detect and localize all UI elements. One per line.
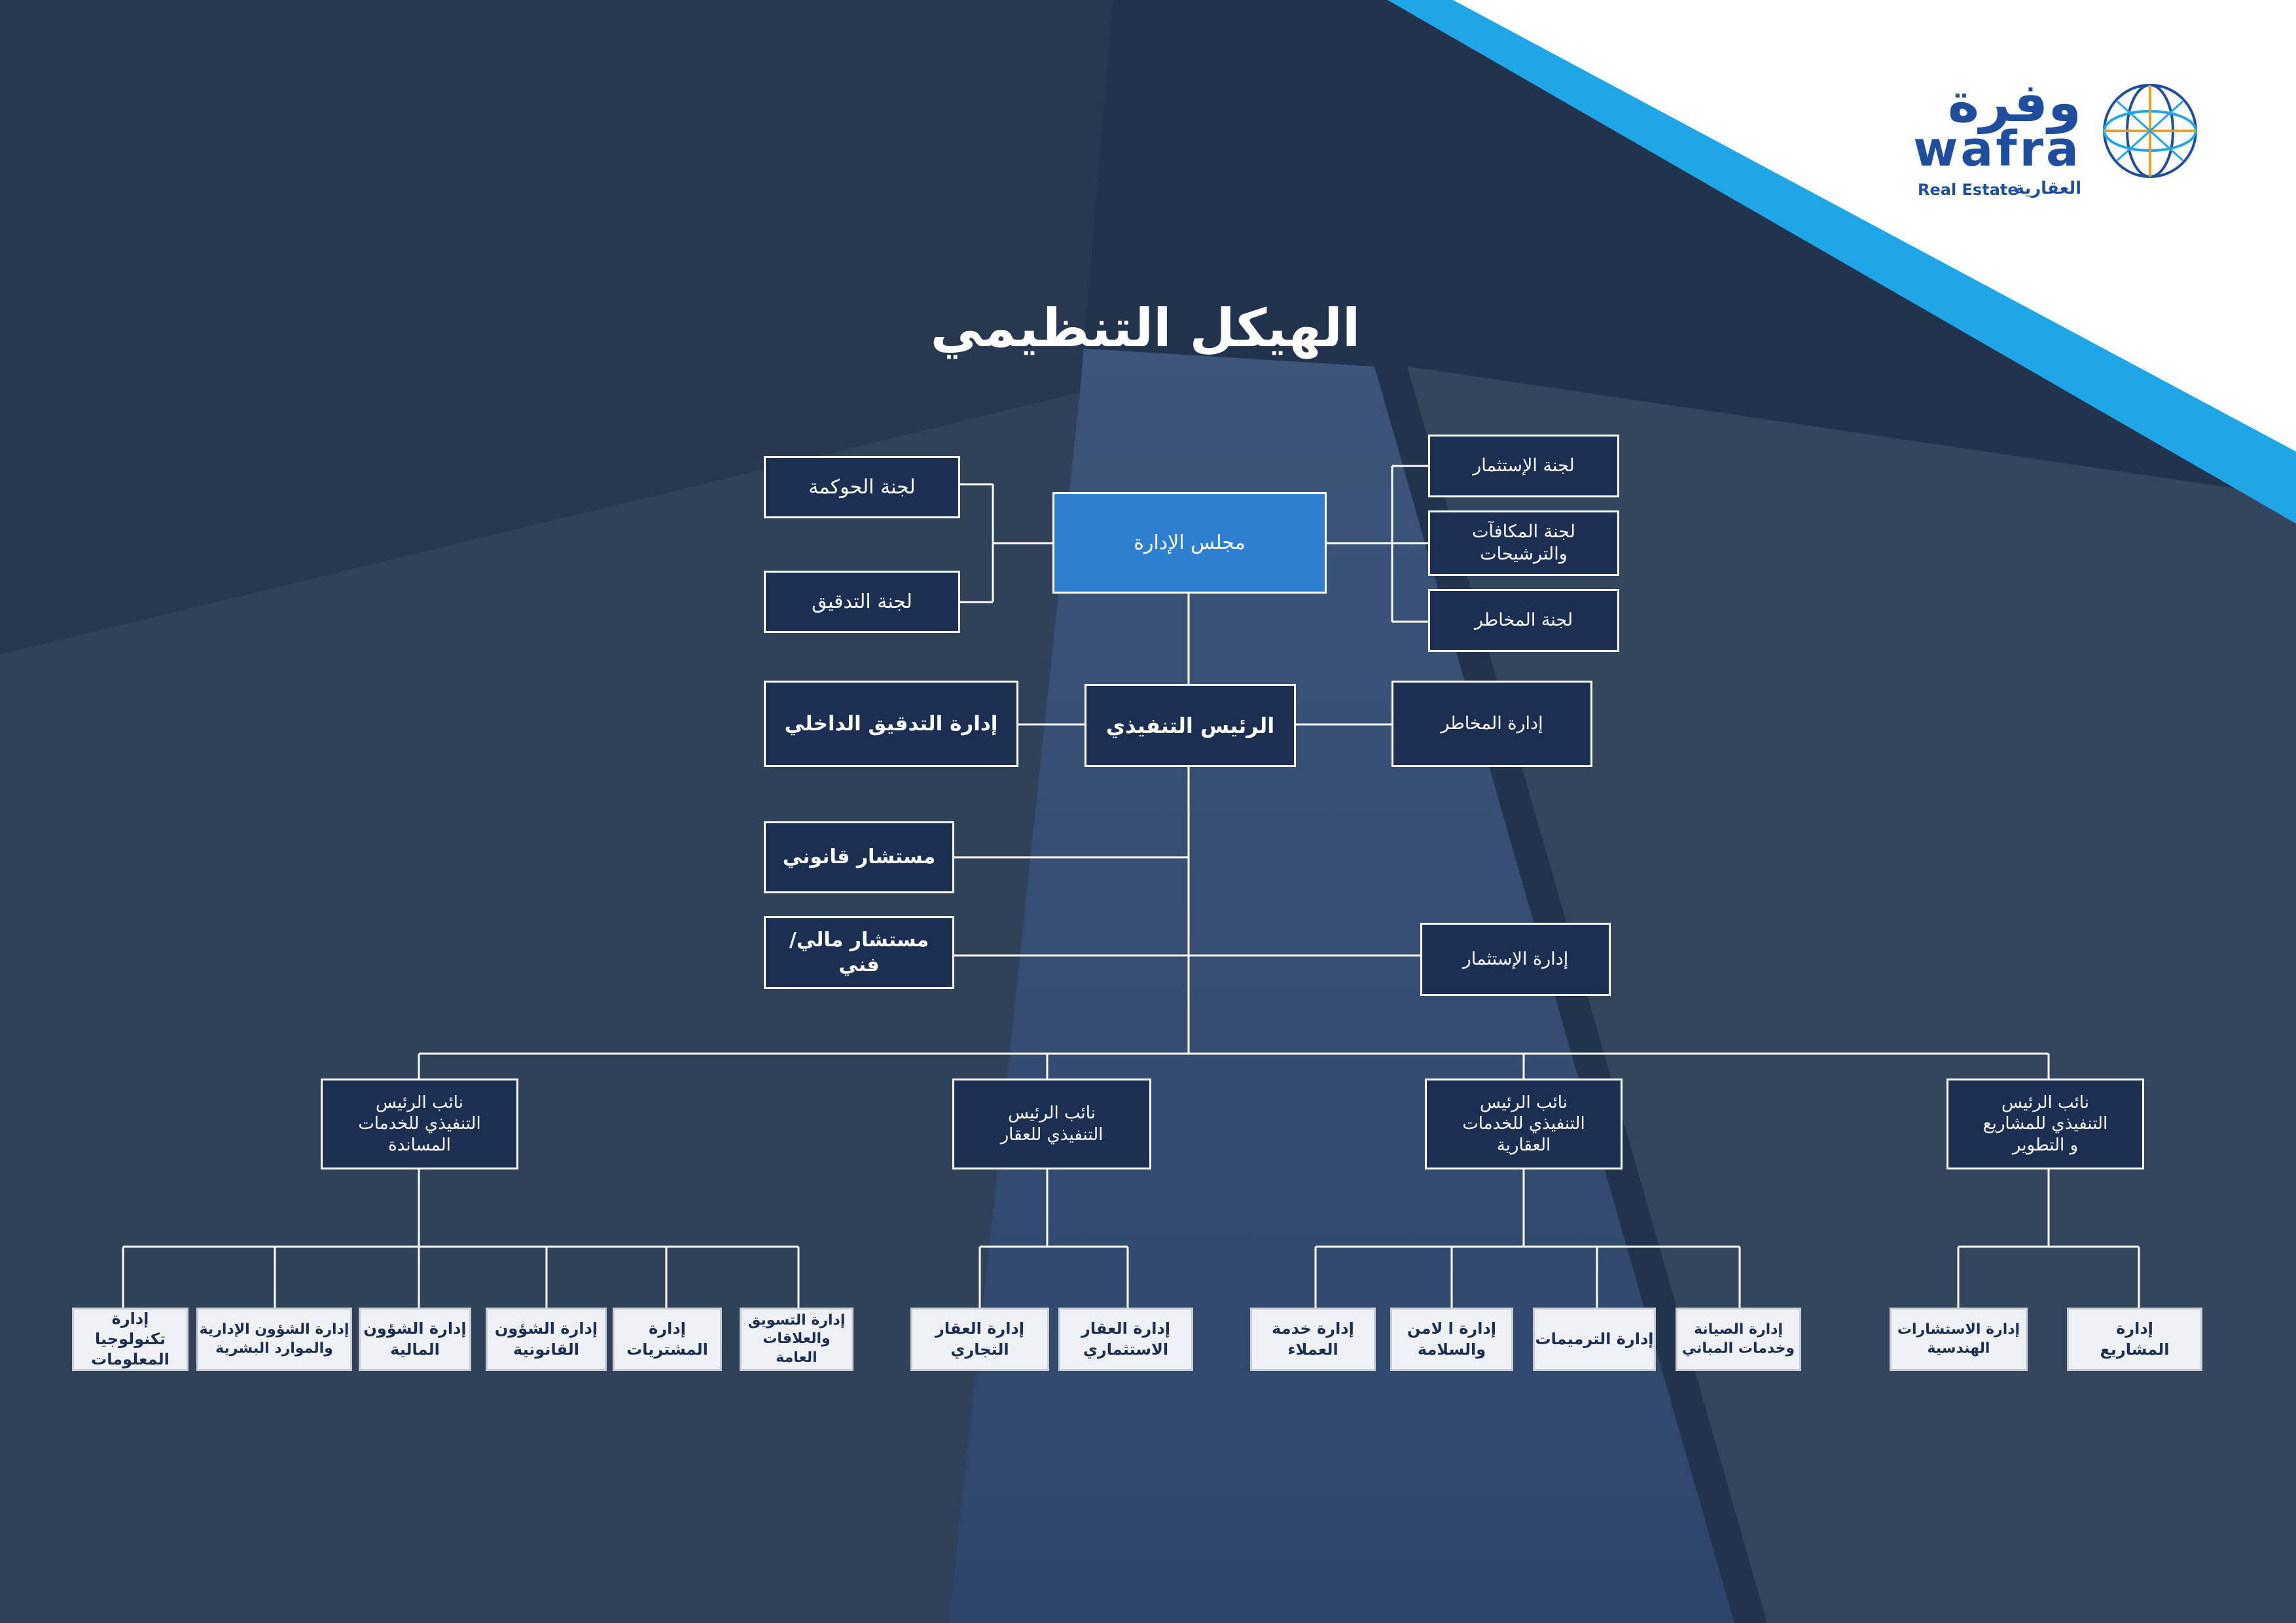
left-tower-top	[0, 0, 1113, 654]
ceo-box: الرئيس التنفيذي	[1085, 684, 1296, 767]
dept-renovation-box: إدارة الترميمات	[1533, 1308, 1656, 1371]
risk-dept-box: إدارة المخاطر	[1391, 681, 1592, 767]
dept-projects-box: إدارة المشاريع	[2067, 1308, 2202, 1371]
remuneration-committee-box: لجنة المكافآت والترشيحات	[1428, 510, 1619, 576]
investment-dept-box: إدارة الإستثمار	[1420, 923, 1611, 996]
vp-support-box: نائب الرئيس التنفيذي للخدمات المساندة	[321, 1079, 518, 1169]
governance-committee-box: لجنة الحوكمة	[764, 456, 960, 518]
globe-icon	[2103, 84, 2197, 178]
wafra-logo: وفرة wafra Real Estate العقارية	[1898, 72, 2212, 203]
dept-it-box: إدارة تكنولوجيا المعلومات	[72, 1308, 188, 1371]
logo-sub-en: Real Estate	[1918, 181, 2018, 199]
legal-advisor-box: مستشار قانوني	[764, 821, 954, 893]
dept-procurement-box: إدارة المشتريات	[613, 1308, 722, 1371]
audit-committee-box: لجنة التدقيق	[764, 571, 960, 633]
dept-security-box: إدارة ا لامن والسلامة	[1390, 1308, 1513, 1371]
dept-customer-service-box: إدارة خدمة العملاء	[1250, 1308, 1376, 1371]
dept-legal-box: إدارة الشؤون القانونية	[486, 1308, 607, 1371]
center-tower	[949, 340, 1734, 1623]
vp-realestate-box: نائب الرئيس التنفيذي للعقار	[952, 1079, 1151, 1169]
vp-projects-box: نائب الرئيس التنفيذي للمشاريع و التطوير	[1946, 1079, 2144, 1169]
dept-investment-re-box: إدارة العقار الاستثماري	[1058, 1308, 1193, 1371]
page-title: الهيكل التنظيمي	[930, 298, 1361, 359]
internal-audit-box: إدارة التدقيق الداخلي	[764, 681, 1018, 767]
investment-committee-box: لجنة الإستثمار	[1428, 435, 1619, 497]
logo-arabic: وفرة	[1947, 72, 2081, 134]
dept-hr-box: إدارة الشؤون الإدارية والموارد البشرية	[196, 1308, 352, 1371]
financial-advisor-box: مستشار مالي/ فني	[764, 916, 954, 989]
dept-finance-box: إدارة الشؤون المالية	[359, 1308, 471, 1371]
cyan-band	[1388, 0, 2296, 524]
logo-latin: wafra	[1913, 121, 2081, 177]
risk-committee-box: لجنة المخاطر	[1428, 589, 1619, 652]
vp-services-box: نائب الرئيس التنفيذي للخدمات العقارية	[1425, 1079, 1623, 1169]
dept-maintenance-box: إدارة الصيانة وخدمات المباني	[1676, 1308, 1801, 1371]
logo-sub-ar: العقارية	[2014, 179, 2081, 198]
board-box: مجلس الإدارة	[1052, 492, 1327, 594]
dept-marketing-box: إدارة التسويق والعلاقات العامة	[740, 1308, 853, 1371]
dept-commercial-re-box: إدارة العقار التجاري	[910, 1308, 1049, 1371]
dept-engineering-box: إدارة الاستشارات الهندسية	[1890, 1308, 2028, 1371]
